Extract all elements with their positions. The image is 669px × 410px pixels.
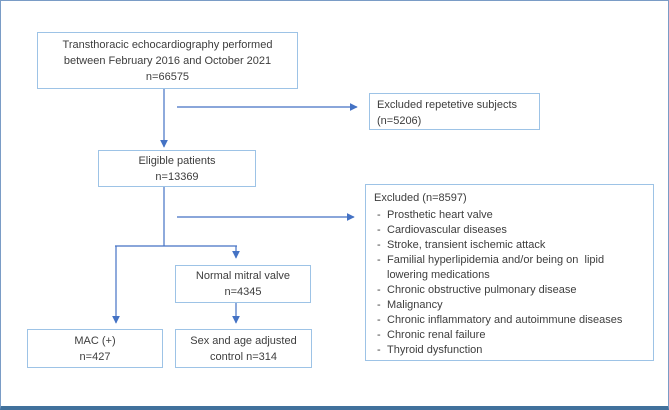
box-text-line: control n=314 bbox=[210, 350, 277, 363]
excluded-item-text: Malignancy bbox=[387, 299, 443, 311]
bullet-dash: - bbox=[377, 284, 381, 296]
box-transthoracic-echo: Transthoracic echocardiography performed… bbox=[37, 32, 298, 89]
excluded-item-text: Stroke, transient ischemic attack bbox=[387, 239, 546, 251]
box-text-line: Eligible patients bbox=[138, 154, 216, 167]
box-mac-positive: MAC (+) n=427 bbox=[27, 329, 163, 368]
excluded-title: Excluded (n=8597) bbox=[374, 192, 467, 204]
excluded-list-item: - Stroke, transient ischemic attack bbox=[374, 238, 647, 253]
excluded-list-item: - Chronic inflammatory and autoimmune di… bbox=[374, 313, 647, 328]
excluded-list-item: - Chronic renal failure bbox=[374, 328, 647, 343]
excluded-list-item: - Thyroid dysfunction bbox=[374, 343, 647, 358]
box-eligible-patients: Eligible patients n=13369 bbox=[98, 150, 256, 187]
excluded-item-text: Chronic obstructive pulmonary disease bbox=[387, 284, 577, 296]
excluded-list-item: - Cardiovascular diseases bbox=[374, 223, 647, 238]
excluded-list-item: - Familial hyperlipidemia and/or being o… bbox=[374, 253, 647, 283]
box-text-line: n=66575 bbox=[145, 70, 190, 83]
bullet-dash: - bbox=[377, 314, 381, 326]
excluded-item-text: Thyroid dysfunction bbox=[387, 344, 483, 356]
excluded-item-text: Chronic inflammatory and autoimmune dise… bbox=[387, 314, 623, 326]
bullet-dash: - bbox=[377, 254, 381, 266]
box-text-line: n=4345 bbox=[224, 286, 262, 298]
bullet-dash: - bbox=[377, 239, 381, 251]
bullet-dash: - bbox=[377, 224, 381, 236]
bullet-dash: - bbox=[377, 299, 381, 311]
bullet-dash: - bbox=[377, 209, 381, 221]
box-excluded-repetitive: Excluded repetetive subjects (n=5206) bbox=[369, 93, 540, 130]
bullet-dash: - bbox=[377, 344, 381, 356]
excluded-item-text: Cardiovascular diseases bbox=[387, 224, 507, 236]
box-text-line: between February 2016 and October 2021 bbox=[63, 54, 272, 67]
excluded-item-text: Prosthetic heart valve bbox=[387, 209, 493, 221]
excluded-list-item: - Prosthetic heart valve bbox=[374, 208, 647, 223]
excluded-list-item: - Chronic obstructive pulmonary disease bbox=[374, 283, 647, 298]
box-text-line: n=13369 bbox=[155, 170, 199, 183]
box-text-line: Transthoracic echocardiography performed bbox=[62, 38, 273, 51]
box-text-line: (n=5206) bbox=[377, 115, 422, 127]
box-text-line: MAC (+) bbox=[74, 334, 116, 347]
box-text-line: n=427 bbox=[79, 350, 111, 363]
box-normal-mitral-valve: Normal mitral valve n=4345 bbox=[175, 265, 311, 303]
bullet-dash: - bbox=[377, 329, 381, 341]
excluded-item-text: Familial hyperlipidemia and/or being on … bbox=[387, 254, 608, 281]
excluded-item-text: Chronic renal failure bbox=[387, 329, 486, 341]
box-adjusted-control: Sex and age adjusted control n=314 bbox=[175, 329, 312, 368]
box-text-line: Sex and age adjusted bbox=[190, 334, 297, 347]
box-text-line: Excluded repetetive subjects bbox=[377, 99, 518, 111]
excluded-list-item: - Malignancy bbox=[374, 298, 647, 313]
box-excluded-main: Excluded (n=8597) - Prosthetic heart val… bbox=[365, 184, 654, 361]
box-text-line: Normal mitral valve bbox=[195, 270, 291, 282]
